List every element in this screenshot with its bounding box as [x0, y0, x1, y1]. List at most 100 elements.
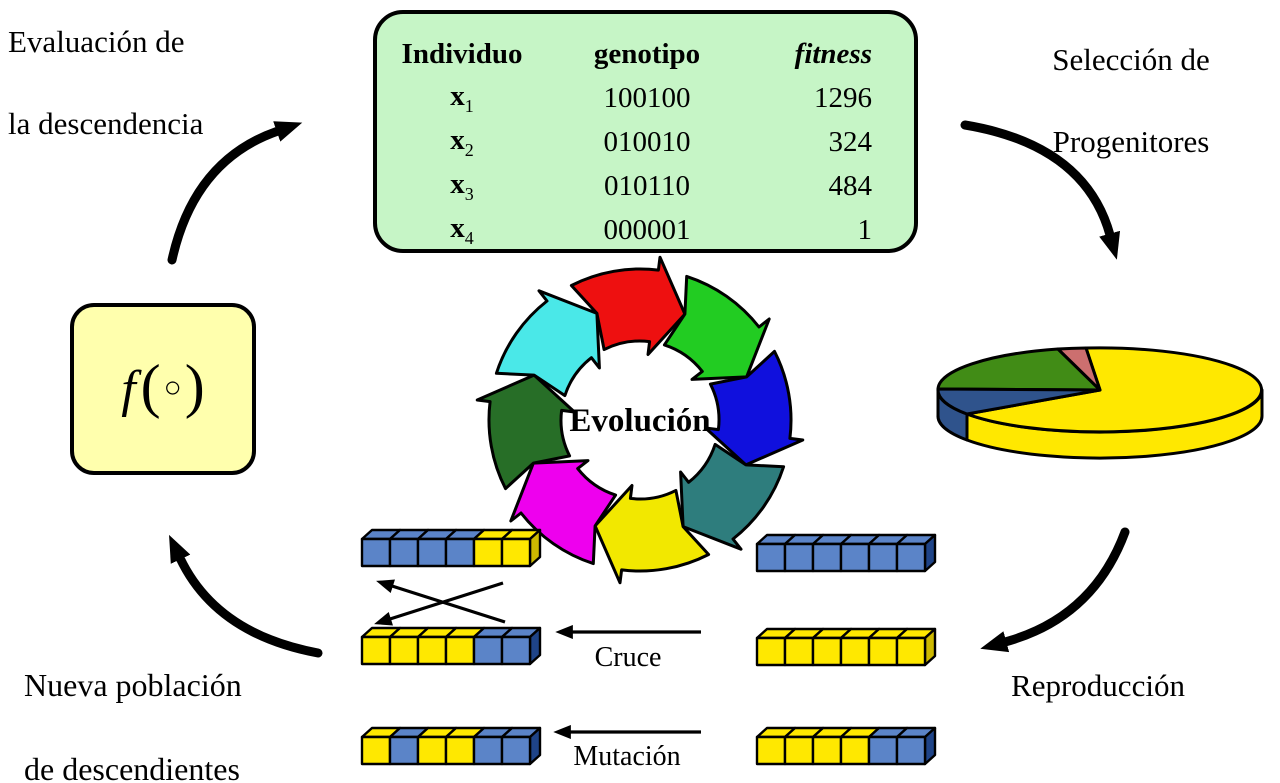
cube-face [867, 542, 899, 573]
cube-face [839, 636, 871, 667]
arrow-seleccion [960, 120, 1121, 260]
cell-fitness: 1 [857, 213, 873, 246]
pie-slice-salmon [1056, 346, 1102, 392]
cube-face [839, 542, 871, 573]
cube-face [416, 635, 448, 666]
fitness-function-open-paren: ( [140, 352, 161, 419]
population-table-header: Individuo genotipo fitness [377, 32, 914, 76]
arrow-nueva-poblacion [169, 534, 323, 658]
fitness-function-ring-operator: ○ [163, 371, 182, 404]
chromosome-row-left-2 [360, 626, 542, 666]
arrow-evaluacion [167, 121, 303, 265]
pie-slice-navy [936, 387, 1102, 416]
label-seleccion-line2: Progenitores [1052, 123, 1210, 159]
fitness-function-close-paren: ) [184, 352, 205, 419]
arrow-reproduccion [980, 527, 1130, 653]
cell-genotipo: 100100 [603, 81, 691, 114]
cube-face [472, 635, 504, 666]
label-mutacion: Mutación [573, 741, 681, 772]
fitness-function-box: f ( ○ ) [70, 303, 256, 475]
table-row: x3 010110 484 [377, 164, 914, 208]
evolution-arrow-3 [679, 442, 786, 551]
pie-slice-green [936, 347, 1102, 392]
crossover-swap-arrow-2 [374, 581, 504, 626]
cube-face [388, 635, 420, 666]
cube-face [895, 542, 927, 573]
cube-face [811, 542, 843, 573]
table-row: x2 010010 324 [377, 120, 914, 164]
cube-face [472, 537, 504, 568]
cube-face [388, 537, 420, 568]
label-cruce: Cruce [594, 642, 662, 673]
cube-face [444, 635, 476, 666]
cube-face [500, 537, 532, 568]
table-header-fitness: fitness [794, 37, 872, 70]
cell-fitness: 484 [828, 169, 873, 202]
chromosome-row-left-1 [360, 528, 542, 568]
cube-face [867, 735, 899, 766]
cube-face [388, 735, 420, 766]
cube-face [444, 537, 476, 568]
evolution-cycle-ring [475, 255, 805, 585]
fitness-function-f: f [121, 360, 136, 418]
cube-face [783, 735, 815, 766]
cube-face [867, 636, 899, 667]
cube-face [360, 635, 392, 666]
cell-fitness: 324 [828, 125, 873, 158]
cube-face [895, 735, 927, 766]
evolution-arrow-7 [494, 289, 601, 398]
population-table-rows: x1 100100 1296 x2 010010 324 x3 010110 484 x4 0000… [377, 76, 914, 252]
table-row: x1 100100 1296 [377, 76, 914, 120]
table-header-individuo: Individuo [401, 37, 523, 70]
cell-individuo: x2 [450, 123, 474, 160]
cube-face [416, 537, 448, 568]
cell-individuo: x3 [450, 167, 474, 204]
cube-face [472, 735, 504, 766]
cube-face [360, 537, 392, 568]
cell-genotipo: 010110 [604, 169, 690, 202]
operator-arrows [374, 579, 701, 740]
label-evaluacion-descendencia: Evaluación de la descendencia [8, 22, 203, 145]
table-header-genotipo: genotipo [593, 37, 701, 70]
cell-genotipo: 010010 [603, 125, 691, 158]
evolution-label: Evolución [569, 403, 711, 439]
cube-face [755, 636, 787, 667]
cube-face [755, 542, 787, 573]
cell-genotipo: 000001 [603, 213, 691, 246]
cube-face [839, 735, 871, 766]
chromosome-row-left-3 [360, 726, 542, 766]
cell-individuo: x1 [450, 79, 474, 116]
label-nueva-poblacion: Nueva población de descendientes [24, 664, 324, 783]
label-evaluacion-line1: Evaluación de [8, 24, 185, 59]
cube-face [811, 735, 843, 766]
cube-face [755, 735, 787, 766]
chromosome-row-right-3 [755, 726, 937, 766]
cube-face [783, 542, 815, 573]
label-evaluacion-line2: la descendencia [8, 105, 204, 141]
chromosome-row-right-2 [755, 627, 937, 667]
label-nueva-line2: de descendientes [24, 751, 240, 783]
pie-slice-yellow [965, 346, 1264, 434]
cube-face [811, 636, 843, 667]
label-seleccion-progenitores: Selección de Progenitores [1012, 40, 1250, 163]
chromosome-row-right-1 [755, 533, 937, 573]
label-nueva-line1: Nueva población [24, 667, 242, 703]
label-seleccion-line1: Selección de [1052, 42, 1210, 77]
cycle-arrows [167, 120, 1130, 658]
crossover-swap-arrow-1 [376, 579, 506, 624]
label-reproduccion: Reproducción [1011, 668, 1185, 703]
cell-individuo: x4 [450, 211, 474, 248]
selection-pie-chart [936, 346, 1264, 460]
cube-face [416, 735, 448, 766]
cube-face [783, 636, 815, 667]
cube-face [360, 735, 392, 766]
cube-face [444, 735, 476, 766]
cube-face [895, 636, 927, 667]
cube-face [500, 635, 532, 666]
evolution-arrow-1 [662, 274, 771, 381]
cube-face [500, 735, 532, 766]
cell-fitness: 1296 [814, 81, 872, 114]
